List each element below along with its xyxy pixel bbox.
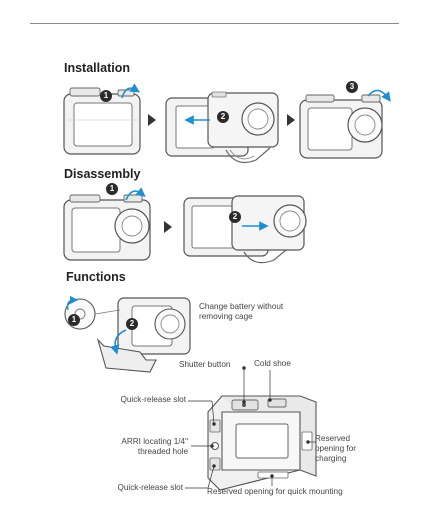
callout-leaders — [185, 366, 316, 489]
install-step3-badge: 3 — [346, 81, 358, 93]
battery-release-arrow — [66, 295, 79, 311]
arri-hole-label: ARRI locating 1/4" threaded hole — [121, 437, 188, 456]
battery-step2-badge: 2 — [126, 318, 138, 330]
install-step1-arrow — [121, 83, 141, 99]
quick-release-slot-top-label: Quick-release slot — [120, 395, 186, 404]
install-next-arrow-2 — [287, 114, 295, 126]
battery-door-illustration — [64, 297, 191, 373]
install-step1-badge: 1 — [100, 90, 112, 102]
reserved-mounting-label: Reserved opening for quick mounting — [207, 487, 343, 496]
change-battery-label: Change battery without removing cage — [199, 302, 284, 321]
battery-door-arrow — [110, 329, 127, 355]
disassembly-next-arrow — [164, 221, 172, 233]
disassembly-heading: Disassembly — [64, 167, 141, 181]
shutter-button-label: Shutter button — [179, 360, 231, 369]
disassembly-step1-arrow — [125, 187, 146, 201]
battery-step1-badge: 1 — [68, 314, 80, 326]
install-step1-cage — [63, 87, 141, 155]
install-step3 — [299, 94, 383, 159]
quick-release-slot-bottom-label: Quick-release slot — [117, 483, 183, 492]
disassembly-step2 — [183, 195, 307, 264]
install-step2 — [165, 91, 279, 163]
cold-shoe-label: Cold shoe — [254, 359, 291, 368]
cage-perspective-illustration — [207, 395, 317, 491]
disassembly-step1 — [63, 194, 151, 261]
disassembly-step1-badge: 1 — [106, 183, 118, 195]
disassembly-step2-badge: 2 — [229, 211, 241, 223]
functions-heading: Functions — [66, 270, 126, 284]
install-next-arrow-1 — [148, 114, 156, 126]
installation-heading: Installation — [64, 61, 130, 75]
install-step3-arrow — [367, 89, 391, 102]
reserved-charging-label: Reserved opening for charging — [315, 434, 356, 463]
top-divider — [30, 23, 399, 24]
install-step2-badge: 2 — [217, 111, 229, 123]
